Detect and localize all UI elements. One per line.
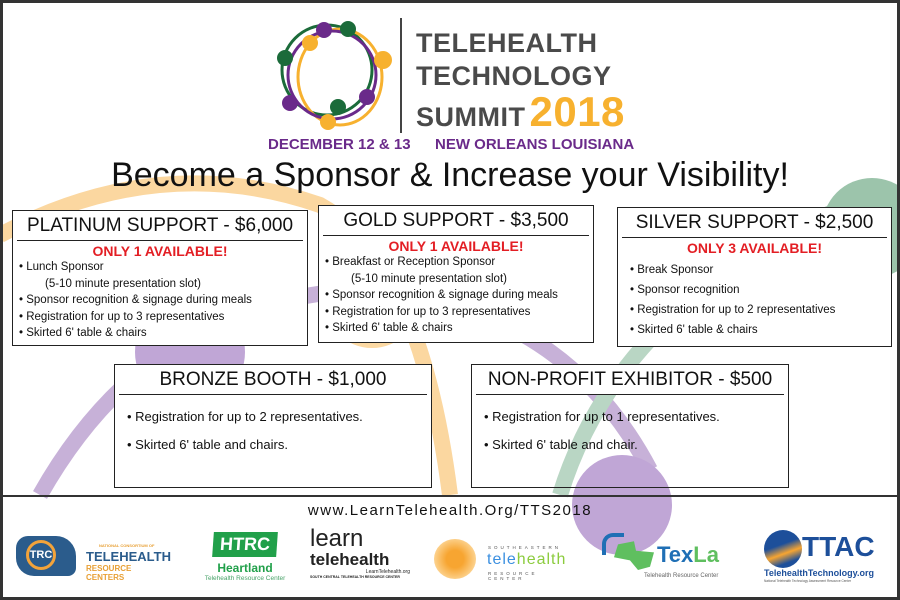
title-line-3: SUMMIT2018	[416, 88, 625, 136]
tier-item: Sponsor recognition	[630, 280, 885, 300]
setrc-tele: tele	[487, 551, 517, 568]
logo-setrc: SOUTHEASTERN telehealth RESOURCE CENTER	[432, 535, 577, 585]
headline: Become a Sponsor & Increase your Visibil…	[111, 156, 789, 194]
logo-trc: TRC NATIONAL CONSORTIUM OF TELEHEALTH RE…	[14, 532, 171, 582]
website-link[interactable]: www.LearnTelehealth.Org/TTS2018	[307, 502, 593, 519]
learn-line4: SOUTH CENTRAL TELEHEALTH RESOURCE CENTER	[310, 575, 400, 579]
ttac-line3: National Telehealth Technology Assessmen…	[764, 579, 852, 583]
header-divider	[400, 18, 402, 133]
setrc-line3: RESOURCE CENTER	[488, 571, 538, 581]
trc-line2: TELEHEALTH	[86, 549, 171, 564]
learn-line2: telehealth	[310, 550, 390, 569]
tier-nonprofit: NON-PROFIT EXHIBITOR - $500 Registration…	[471, 364, 789, 488]
tier-item: (5-10 minute presentation slot)	[351, 272, 507, 285]
tier-item: Skirted 6' table and chairs.	[127, 431, 425, 459]
htrc-line2: Telehealth Resource Center	[204, 575, 286, 582]
purple-circle-2	[572, 455, 672, 555]
texla-name: TexLa	[657, 542, 719, 568]
summit-logo-icon	[277, 21, 392, 130]
htrc-badge: HTRC	[212, 532, 278, 557]
tier-platinum: PLATINUM SUPPORT - $6,000 ONLY 1 AVAILAB…	[12, 210, 308, 346]
tier-title: BRONZE BOOTH - $1,000	[119, 365, 427, 395]
tier-item: Skirted 6' table & chairs	[630, 320, 885, 340]
learn-line1: learn	[310, 525, 364, 552]
trc-line1: NATIONAL CONSORTIUM OF	[99, 543, 155, 548]
setrc-line2: telehealth	[487, 551, 566, 569]
tier-item: Skirted 6' table & chairs	[325, 320, 587, 337]
globe-icon	[764, 530, 802, 568]
logo-ttac: TTAC TelehealthTechnology.org National T…	[762, 528, 894, 586]
logo-texla: TexLa Telehealth Resource Center	[600, 530, 735, 585]
footer-divider	[3, 495, 897, 497]
tier-bronze: BRONZE BOOTH - $1,000 Registration for u…	[114, 364, 432, 488]
title-summit: SUMMIT	[416, 102, 526, 132]
event-location: NEW ORLEANS LOUISIANA	[435, 136, 635, 153]
tier-availability: ONLY 1 AVAILABLE!	[92, 243, 228, 259]
tier-item: Sponsor recognition & signage during mea…	[325, 287, 587, 304]
apple-icon	[434, 539, 476, 579]
logo-learn-telehealth: learn telehealth LearnTelehealth.org SOU…	[310, 527, 410, 587]
tier-item: Registration for up to 3 representatives	[19, 309, 301, 326]
tier-title: NON-PROFIT EXHIBITOR - $500	[476, 365, 784, 395]
texla-line2: Telehealth Resource Center	[644, 573, 719, 579]
tier-item: Skirted 6' table and chair.	[484, 431, 782, 459]
ttac-line1: TTAC	[802, 531, 875, 562]
htrc-line1: Heartland	[217, 561, 273, 575]
tier-item: (5-10 minute presentation slot)	[45, 277, 201, 290]
tier-item: Skirted 6' table & chairs	[19, 325, 301, 342]
tier-title: SILVER SUPPORT - $2,500	[622, 208, 887, 238]
event-dates: DECEMBER 12 & 13	[268, 136, 411, 153]
tier-title: PLATINUM SUPPORT - $6,000	[17, 211, 303, 241]
trc-line3: RESOURCE CENTERS	[86, 564, 132, 582]
title-line-2: TECHNOLOGY	[416, 61, 612, 91]
tier-item: Lunch Sponsor	[19, 259, 301, 276]
tier-availability: ONLY 1 AVAILABLE!	[388, 238, 524, 254]
title-line-1: TELEHEALTH	[416, 28, 598, 58]
tier-item: Registration for up to 1 representatives…	[484, 403, 782, 431]
tier-item: Registration for up to 3 representatives	[325, 304, 587, 321]
title-year: 2018	[529, 88, 625, 135]
tier-silver: SILVER SUPPORT - $2,500 ONLY 3 AVAILABLE…	[617, 207, 892, 347]
tier-title: GOLD SUPPORT - $3,500	[323, 206, 589, 236]
texla-la: La	[693, 542, 719, 567]
tier-item: Registration for up to 2 representatives	[630, 300, 885, 320]
setrc-line1: SOUTHEASTERN	[488, 545, 562, 550]
signal-icon	[602, 533, 624, 555]
tier-item: Sponsor recognition & signage during mea…	[19, 292, 301, 309]
learn-line3: LearnTelehealth.org	[365, 569, 410, 575]
tier-availability: ONLY 3 AVAILABLE!	[686, 240, 823, 256]
texla-tex: Tex	[657, 542, 694, 567]
logo-htrc: HTRC Heartland Telehealth Resource Cente…	[200, 532, 290, 587]
tier-gold: GOLD SUPPORT - $3,500 ONLY 1 AVAILABLE! …	[318, 205, 594, 343]
tier-item: Breakfast or Reception Sponsor	[325, 254, 587, 271]
ttac-line2: TelehealthTechnology.org	[764, 568, 875, 578]
setrc-health: health	[516, 551, 567, 568]
trc-badge: TRC	[26, 540, 56, 570]
tier-item: Registration for up to 2 representatives…	[127, 403, 425, 431]
tier-item: Break Sponsor	[630, 260, 885, 280]
